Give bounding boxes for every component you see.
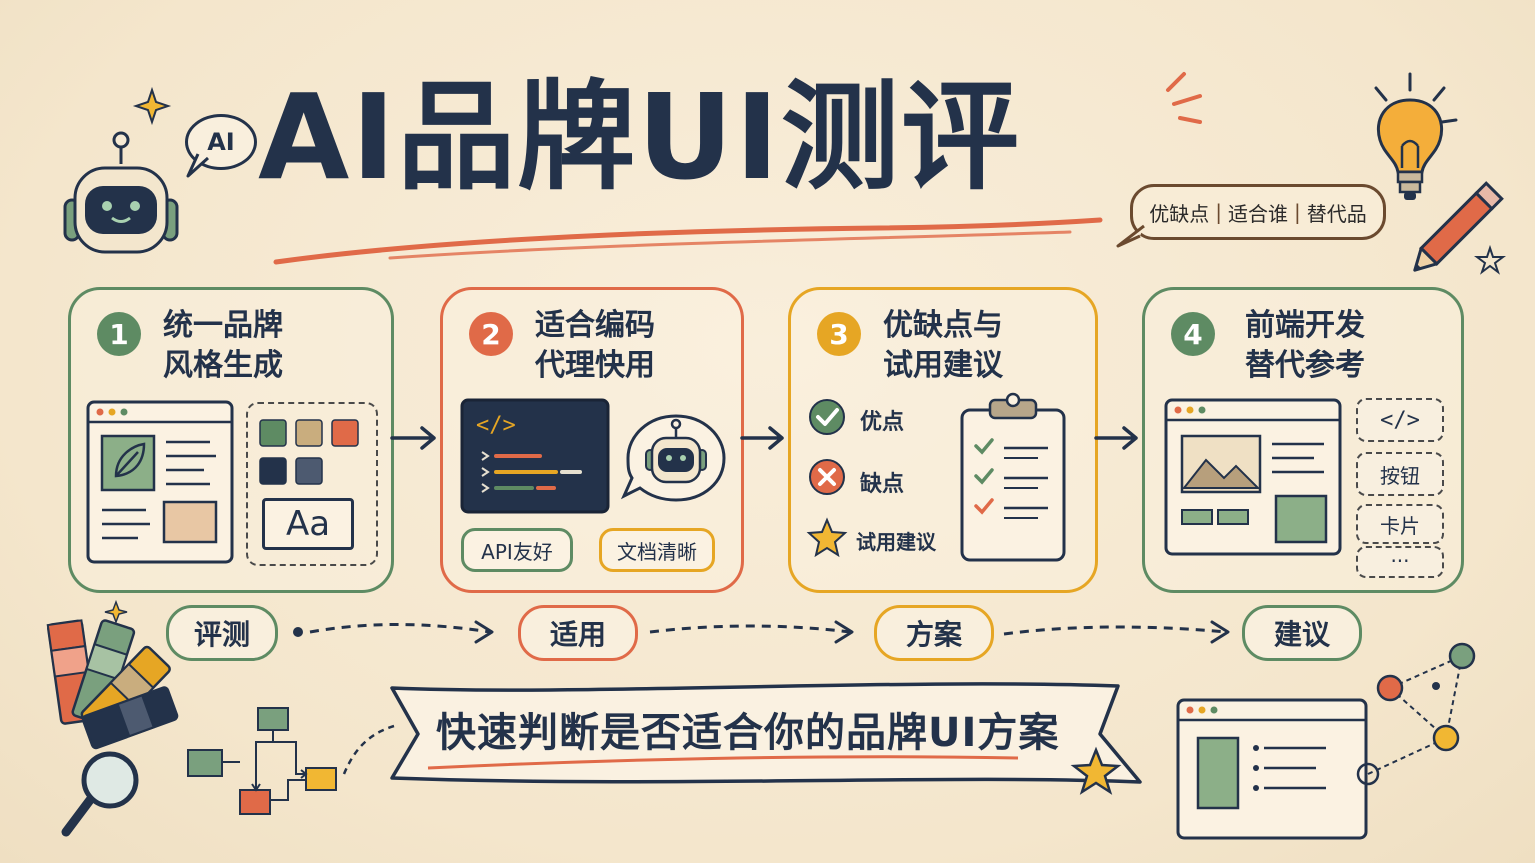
cons-label: 缺点 xyxy=(860,472,905,497)
browser-mockup-icon xyxy=(86,400,234,564)
card-component-tag: 卡片 xyxy=(1356,504,1444,544)
dashed-arrow xyxy=(1003,620,1230,644)
trial-suggestion-label: 试用建议 xyxy=(856,530,936,554)
tags-bubble-tail xyxy=(1116,224,1145,248)
card-title-line: 统一品牌 xyxy=(163,308,283,343)
robot-icon xyxy=(63,131,179,254)
card-title-line: 试用建议 xyxy=(883,348,1003,383)
card-title: 统一品牌 风格生成 xyxy=(163,306,283,386)
tag-api-friendly: API友好 xyxy=(461,528,573,572)
browser-window-icon xyxy=(1176,698,1368,840)
tag-alternatives: 替代品 xyxy=(1306,201,1367,226)
check-circle-icon xyxy=(809,399,845,435)
code-editor-icon: </> xyxy=(460,398,610,514)
page-title: AI品牌UI测评 xyxy=(258,68,1021,206)
card-number-badge: 2 xyxy=(469,312,513,356)
banner-text: 快速判断是否适合你的品牌UI方案 xyxy=(436,710,1060,756)
arrow-right-icon xyxy=(390,426,436,450)
flow-step-suggest: 建议 xyxy=(1242,605,1362,661)
star-icon xyxy=(806,517,848,558)
arrow-right-icon xyxy=(1094,426,1138,450)
sparkle-icon xyxy=(104,599,128,625)
ai-bubble-tail xyxy=(186,153,210,178)
flow-step-review: 评测 xyxy=(166,605,278,661)
color-swatch-fan-icon xyxy=(46,619,179,750)
tag-clear-docs: 文档清晰 xyxy=(599,528,715,572)
card-number-badge: 4 xyxy=(1171,312,1215,356)
card-title-line: 代理快用 xyxy=(535,348,655,383)
ai-speech-bubble: AI xyxy=(185,114,257,170)
card-title-line: 优缺点与 xyxy=(883,308,1003,343)
pencil-icon xyxy=(1413,181,1504,272)
title-underline xyxy=(273,217,1103,265)
dashed-arrow xyxy=(649,620,854,644)
clipboard-checklist-icon xyxy=(960,392,1066,562)
color-swatches xyxy=(259,419,359,485)
feature-tags-bubble: 优缺点 | 适合谁 | 替代品 xyxy=(1130,184,1386,240)
wireframe-page-icon xyxy=(1164,398,1342,556)
code-component-tag: </> xyxy=(1356,398,1444,442)
flow-step-fit: 适用 xyxy=(518,605,638,661)
flowchart-icon xyxy=(187,707,337,815)
sparkle-icon xyxy=(132,86,172,126)
card-title-line: 适合编码 xyxy=(535,308,655,343)
card-number-badge: 1 xyxy=(97,312,141,356)
tag-pros-cons: 优缺点 xyxy=(1149,201,1210,226)
star-icon xyxy=(1070,746,1122,795)
more-components-tag: ... xyxy=(1356,545,1444,578)
color-palette-panel xyxy=(246,402,378,566)
card-title-line: 风格生成 xyxy=(163,348,283,383)
small-star-icon xyxy=(1474,244,1506,275)
tag-who-fits: 适合谁 xyxy=(1228,201,1288,226)
magnifier-icon xyxy=(61,751,139,837)
card-title-line: 前端开发 xyxy=(1245,308,1365,343)
lightbulb-icon xyxy=(1374,72,1458,200)
ai-bubble-text: AI xyxy=(207,128,235,156)
accent-marks xyxy=(1166,72,1202,124)
robot-chat-icon xyxy=(620,414,726,502)
tag-separator: | xyxy=(1215,200,1222,224)
card-title: 适合编码 代理快用 xyxy=(535,306,655,386)
dashed-curve xyxy=(342,724,395,775)
button-component-tag: 按钮 xyxy=(1356,452,1444,496)
pros-label: 优点 xyxy=(860,410,905,435)
tag-separator: | xyxy=(1294,200,1301,224)
card-title: 优缺点与 试用建议 xyxy=(883,306,1003,386)
code-icon-text: </> xyxy=(476,413,516,438)
ribbon-banner xyxy=(390,682,1142,784)
network-graph-icon xyxy=(1356,642,1476,786)
card-title: 前端开发 替代参考 xyxy=(1245,306,1365,386)
cross-circle-icon xyxy=(809,459,845,495)
arrow-right-icon xyxy=(740,426,784,450)
typography-sample: Aa xyxy=(262,498,354,550)
flow-step-plan: 方案 xyxy=(874,605,994,661)
card-number-badge: 3 xyxy=(817,312,861,356)
dashed-arrow xyxy=(293,620,494,644)
card-title-line: 替代参考 xyxy=(1245,348,1365,383)
